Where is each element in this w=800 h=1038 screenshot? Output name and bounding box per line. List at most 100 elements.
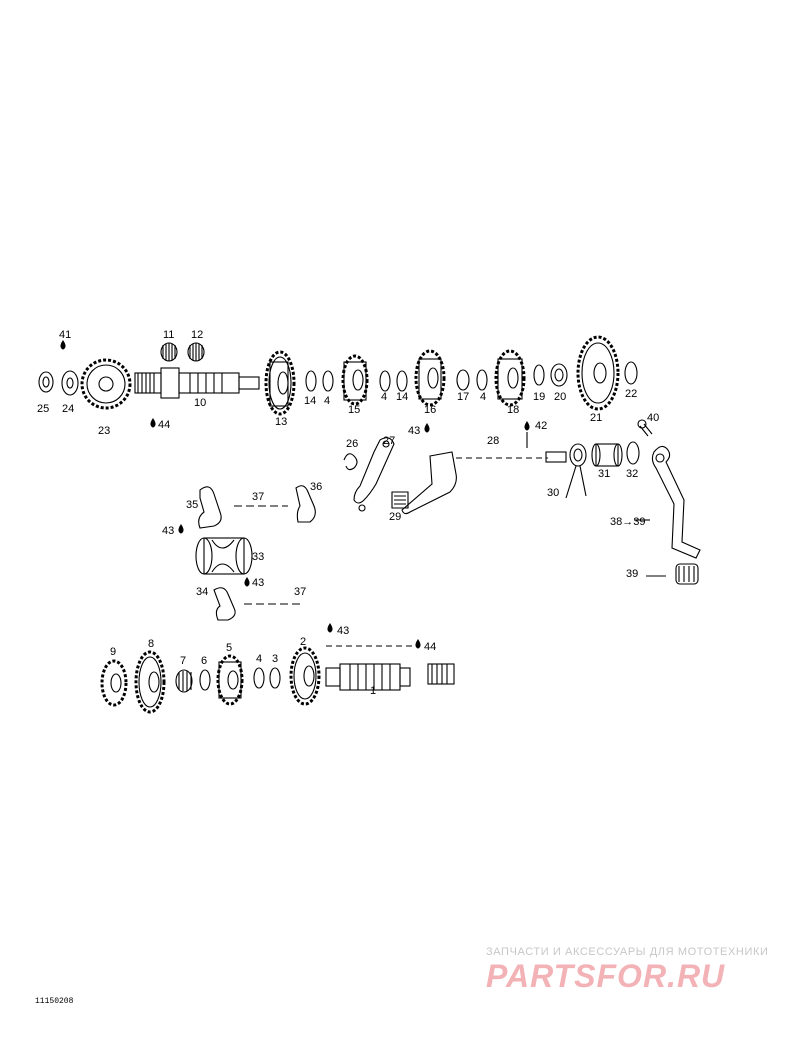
drop-43-drum-b bbox=[244, 577, 250, 587]
part-label: 12 bbox=[191, 329, 204, 341]
part-label: 15 bbox=[348, 404, 361, 416]
part-label: 23 bbox=[98, 425, 111, 437]
shift-fork-36 bbox=[295, 485, 316, 523]
gear-8 bbox=[134, 650, 166, 714]
part-label: 7 bbox=[180, 655, 187, 667]
part-label: 1 bbox=[370, 685, 377, 697]
part-label: 26 bbox=[346, 438, 359, 450]
figure-code: 11150208 bbox=[35, 997, 74, 1006]
part-label: 14 bbox=[304, 395, 317, 407]
washer-22 bbox=[624, 361, 638, 385]
gear-5 bbox=[216, 654, 244, 706]
part-label: 10 bbox=[194, 397, 207, 409]
part-label: 40 bbox=[647, 412, 660, 424]
part-label: 39 bbox=[626, 568, 639, 580]
drop-43-drum-a bbox=[178, 524, 184, 534]
part-label: 18 bbox=[507, 404, 520, 416]
shift-fork-34 bbox=[213, 587, 236, 621]
circlip-4b bbox=[379, 370, 391, 392]
drop-42 bbox=[524, 421, 530, 431]
watermark-logo: PARTSFOR.RU bbox=[486, 958, 726, 994]
washer-3 bbox=[269, 667, 281, 689]
washer-19 bbox=[533, 364, 545, 386]
output-shaft-10 bbox=[134, 367, 260, 399]
bolt-40 bbox=[637, 419, 653, 437]
input-shaft-1 bbox=[325, 645, 455, 691]
gear-13 bbox=[264, 350, 296, 416]
part-label: 44 bbox=[158, 419, 171, 431]
part-label: 32 bbox=[626, 468, 639, 480]
part-label: 34 bbox=[196, 586, 209, 598]
bushing-17 bbox=[456, 369, 470, 391]
kick-lever-38 bbox=[651, 445, 701, 559]
input-shaft-assembly bbox=[100, 623, 455, 714]
part-label: 11 bbox=[163, 329, 175, 341]
gear-9 bbox=[100, 659, 128, 707]
shift-forks bbox=[178, 485, 316, 621]
part-label: 16 bbox=[424, 404, 437, 416]
part-label: 44 bbox=[424, 641, 437, 653]
spring-30 bbox=[565, 443, 587, 499]
shift-fork-35 bbox=[198, 486, 222, 529]
part-label: 24 bbox=[62, 403, 75, 415]
needle-bearing-20 bbox=[550, 363, 568, 387]
part-label: 28 bbox=[487, 435, 500, 447]
part-label: 4 bbox=[324, 395, 331, 407]
part-label: 9 bbox=[110, 646, 117, 658]
part-label: 43 bbox=[252, 577, 265, 589]
part-label: 20 bbox=[554, 391, 567, 403]
gear-16 bbox=[414, 349, 446, 407]
part-label: 22 bbox=[625, 388, 638, 400]
washer-6 bbox=[199, 669, 211, 691]
watermark-text: ЗАПЧАСТИ И АКСЕССУАРЫ ДЛЯ МОТОТЕХНИКИ bbox=[486, 946, 769, 958]
shift-lever-27 bbox=[353, 437, 395, 504]
part-label: 37 bbox=[252, 491, 265, 503]
part-label: 4 bbox=[256, 653, 263, 665]
spring-26 bbox=[343, 453, 358, 471]
part-label: 4 bbox=[381, 391, 388, 403]
part-label: 17 bbox=[457, 391, 470, 403]
output-shaft-assembly bbox=[38, 335, 638, 428]
part-label: 43 bbox=[337, 625, 350, 637]
part-label: 21 bbox=[590, 412, 603, 424]
washer-14b bbox=[396, 370, 408, 392]
gear-2 bbox=[289, 646, 321, 706]
part-label: 43 bbox=[408, 425, 421, 437]
part-label: 25 bbox=[37, 403, 50, 415]
part-label: 29 bbox=[389, 511, 402, 523]
bush-31 bbox=[591, 443, 623, 467]
spring-29 bbox=[391, 491, 409, 509]
circlip-4 bbox=[322, 370, 334, 392]
drop-43-bottom bbox=[327, 623, 333, 633]
part-label: 38→39 bbox=[610, 516, 646, 528]
gear-18 bbox=[494, 349, 526, 407]
part-label: 37 bbox=[294, 586, 307, 598]
part-label: 4 bbox=[480, 391, 487, 403]
part-label: 27 bbox=[383, 435, 396, 447]
part-label: 35 bbox=[186, 499, 199, 511]
gear-15 bbox=[341, 354, 369, 406]
needle-bearing-12 bbox=[187, 342, 205, 362]
part-label: 30 bbox=[547, 487, 560, 499]
washer-32 bbox=[626, 441, 640, 465]
shift-mechanism bbox=[343, 419, 701, 585]
drop-44-top bbox=[150, 418, 156, 428]
needle-bearing-11 bbox=[160, 342, 178, 362]
part-label: 33 bbox=[252, 551, 265, 563]
part-label: 6 bbox=[201, 655, 208, 667]
shift-shaft-28 bbox=[401, 451, 567, 515]
circlip-4d bbox=[253, 667, 265, 689]
part-label: 5 bbox=[226, 642, 233, 654]
part-label: 8 bbox=[148, 638, 155, 650]
kick-rubber-39 bbox=[675, 563, 699, 585]
drop-44-bottom bbox=[415, 639, 421, 649]
sprocket-23 bbox=[80, 358, 132, 410]
part-label: 14 bbox=[396, 391, 409, 403]
part-label: 13 bbox=[275, 416, 288, 428]
part-label: 41 bbox=[59, 329, 72, 341]
circlip-4c bbox=[476, 369, 488, 391]
bearing-7 bbox=[175, 669, 193, 693]
nut-25 bbox=[38, 371, 54, 393]
part-label: 36 bbox=[310, 481, 323, 493]
